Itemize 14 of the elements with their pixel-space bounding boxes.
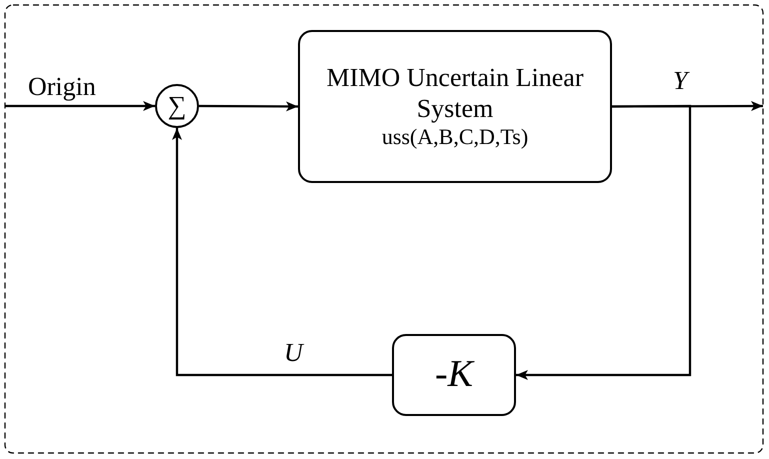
signal-label: U	[284, 340, 303, 366]
signal-label: Origin	[28, 74, 96, 100]
arrow	[516, 104, 692, 380]
block-formula: uss(A,B,C,D,Ts)	[382, 124, 528, 151]
signal-label: Y	[673, 68, 688, 94]
block-label: MIMO Uncertain Linear System	[325, 62, 585, 124]
sum-junction	[155, 84, 199, 128]
arrow	[172, 128, 392, 376]
arrow	[5, 101, 155, 111]
gain-block	[392, 334, 516, 416]
block-label: ∑	[168, 90, 186, 122]
system-block	[298, 30, 612, 183]
block-label: -K	[434, 352, 473, 398]
arrow	[199, 101, 298, 112]
